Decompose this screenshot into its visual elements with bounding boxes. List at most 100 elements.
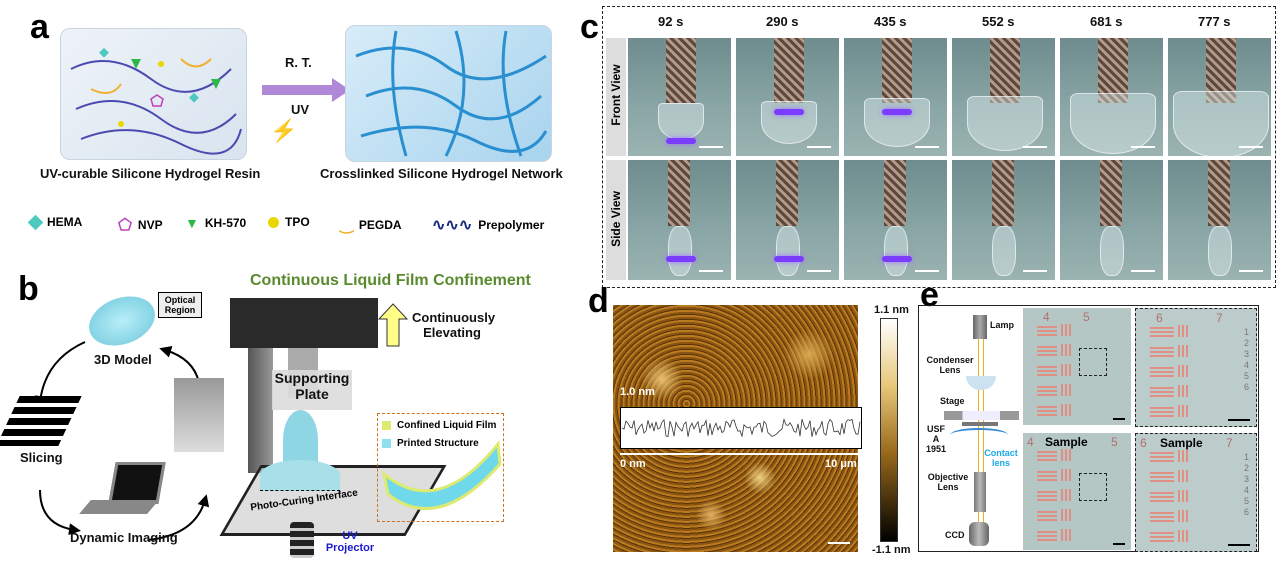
legend-label: TPO — [285, 215, 310, 229]
front-view-frame — [952, 38, 1055, 156]
scale-bar — [1131, 146, 1155, 148]
circle-icon — [268, 216, 279, 228]
panel-e-frame — [918, 305, 1259, 552]
scale-bar — [1131, 270, 1155, 272]
row-label-side: Side View — [606, 160, 626, 280]
network-box — [345, 25, 552, 162]
row-label-front: Front View — [606, 38, 626, 156]
printer-head — [230, 298, 378, 348]
bar-pattern — [1150, 327, 1174, 329]
bar-pattern — [1178, 510, 1180, 522]
scale-bar — [1113, 418, 1125, 420]
liquid-drop — [864, 98, 930, 148]
bar-pattern — [1178, 405, 1180, 417]
network-strands — [355, 30, 548, 157]
liquid-drop — [761, 100, 817, 144]
nozzle — [1100, 160, 1122, 226]
bar-pattern — [1061, 404, 1063, 416]
panel-label-d: d — [588, 282, 609, 320]
legend-label: Prepolymer — [478, 218, 545, 232]
bar-pattern — [1150, 347, 1174, 349]
bar-pattern — [1150, 387, 1174, 389]
front-view-frame — [628, 38, 731, 156]
bar-pattern — [1150, 492, 1174, 494]
time-label: 552 s — [982, 14, 1015, 29]
arrow-right-icon — [262, 78, 350, 102]
element-number: 5 — [1244, 371, 1250, 381]
group-number: 7 — [1216, 311, 1223, 325]
zoom-region — [1079, 473, 1107, 501]
legend-nvp: ⬠ NVP — [118, 215, 163, 235]
resin-molecules — [70, 47, 242, 155]
scan-length-arrow — [620, 453, 860, 455]
ccd-icon — [969, 522, 989, 546]
bar-pattern — [1037, 531, 1057, 533]
structure-swatch — [382, 439, 391, 448]
scale-bar — [1023, 270, 1047, 272]
front-view-frame — [844, 38, 947, 156]
bar-pattern — [1061, 344, 1063, 356]
bar-pattern — [1037, 451, 1057, 453]
film-swatch — [382, 421, 391, 430]
group-number: 7 — [1226, 436, 1233, 450]
uv-glow — [882, 256, 912, 262]
bar-pattern — [1061, 364, 1063, 376]
liquid-drop — [668, 226, 692, 276]
scale-bar — [699, 270, 723, 272]
scale-bar — [828, 542, 850, 544]
legend-label: PEGDA — [358, 218, 402, 232]
lightning-icon: ⚡ — [270, 118, 298, 143]
bar-pattern — [1150, 512, 1174, 514]
up-arrow-icon — [378, 303, 408, 347]
front-view-frame — [1060, 38, 1163, 156]
scale-bar — [807, 270, 831, 272]
bar-pattern — [1061, 324, 1063, 336]
arrow-label-uv: UV — [291, 102, 310, 117]
lamp-icon — [973, 315, 987, 339]
dynamic-imaging-label: Dynamic Imaging — [70, 530, 178, 545]
side-view-frame — [628, 160, 731, 280]
bar-pattern — [1037, 366, 1057, 368]
x-end-label: 10 μm — [825, 458, 857, 470]
ccd-label: CCD — [945, 530, 965, 540]
front-view-frame — [1168, 38, 1271, 156]
panel-label-c: c — [580, 8, 599, 46]
legend-label: NVP — [137, 218, 163, 232]
colorbar-max: 1.1 nm — [874, 304, 909, 316]
scale-bar — [1239, 146, 1263, 148]
optical-region-label: Optical Region — [158, 292, 202, 318]
liquid-drop — [658, 102, 704, 141]
elevating-label: Continuously Elevating — [412, 310, 496, 340]
pentagon-icon: ⬠ — [118, 217, 132, 234]
bar-pattern — [1037, 386, 1057, 388]
scale-bar — [915, 270, 939, 272]
stage-label: Stage — [940, 396, 965, 406]
laptop-keyboard — [79, 500, 159, 514]
front-view-frame — [736, 38, 839, 156]
side-view-frame — [952, 160, 1055, 280]
x-start-label: 0 nm — [620, 458, 646, 470]
element-number: 2 — [1244, 338, 1250, 348]
group-number: 4 — [1027, 435, 1034, 449]
nozzle — [774, 38, 804, 103]
legend-label: HEMA — [47, 215, 83, 229]
time-label: 681 s — [1090, 14, 1123, 29]
supporting-plate-label: Supporting Plate — [272, 370, 352, 410]
eye-photo — [174, 378, 224, 452]
lens-cross-section — [381, 440, 502, 510]
lamp-label: Lamp — [990, 320, 1015, 330]
bar-pattern — [1150, 532, 1174, 534]
nozzle — [992, 160, 1014, 226]
nozzle — [666, 38, 696, 103]
bar-pattern — [1178, 490, 1180, 502]
resin-box — [60, 28, 247, 160]
bar-pattern — [1037, 471, 1057, 473]
element-number: 6 — [1244, 507, 1250, 517]
liquid-drop — [776, 226, 800, 276]
height-profile-line — [621, 417, 861, 438]
height-profile-inset — [620, 407, 862, 449]
legend-label: Printed Structure — [397, 438, 479, 449]
legend-label: KH-570 — [204, 216, 247, 230]
